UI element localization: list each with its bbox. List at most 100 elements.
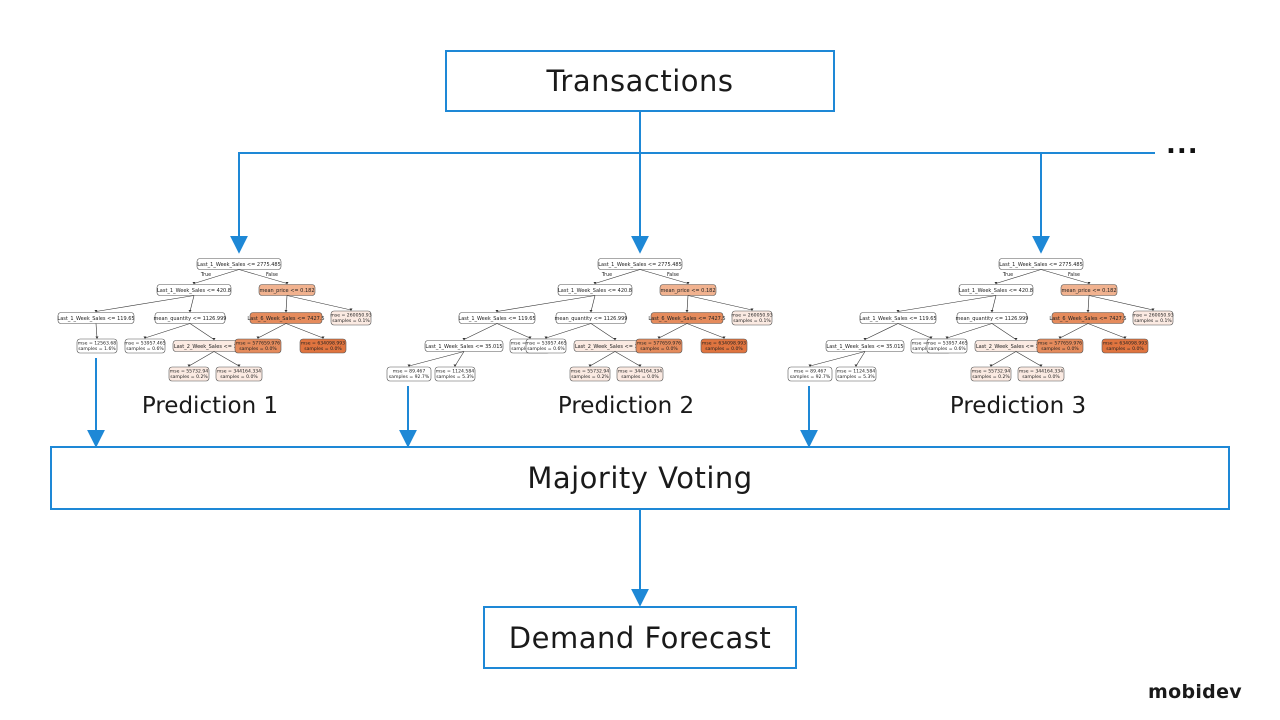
tree-edge-head: [638, 364, 642, 367]
tree-edge-head: [929, 336, 933, 339]
tree-edge: [686, 295, 689, 312]
tree-edge: [686, 323, 725, 339]
tree-edge-head: [192, 282, 196, 285]
tree-edge-head: [321, 336, 325, 339]
tree-node-lr: mean_quantity <= 1126.999: [956, 312, 1029, 324]
tree-edge-head: [613, 338, 617, 341]
tree-edge: [95, 295, 195, 312]
tree-edge-head: [187, 364, 191, 367]
tree-node-rll-text: mse = 577659.976: [1038, 340, 1082, 346]
tree-edge-head: [188, 310, 192, 313]
tree-node-rl: Last_6_Week_Sales <= 7427.5: [1049, 312, 1127, 324]
tree-node-rr-text: mse = 260050.93: [731, 312, 772, 318]
tree-node-rlr-text: mse = 634098.993: [301, 340, 345, 346]
tree-edge-head: [1058, 336, 1062, 339]
demand-forecast-box: Demand Forecast: [483, 606, 797, 669]
tree-edge-head: [1151, 308, 1155, 311]
tree-node-lrrl-text: samples = 0.2%: [170, 374, 208, 380]
tree-node-rll-text: samples = 0.0%: [239, 346, 277, 352]
tree-node-lrrr-text: mse = 344164.334: [217, 368, 261, 374]
tree-edge-head: [1039, 364, 1043, 367]
tree-edge: [991, 295, 997, 312]
prediction-label-2: Prediction 2: [557, 393, 695, 419]
tree-edge: [864, 323, 899, 340]
tree-node-lll-leaf-text: samples = 1.6%: [78, 346, 116, 352]
tree-edge-head: [945, 336, 949, 339]
tree-node-ll-text: Last_1_Week_Sales <= 119.65: [57, 316, 134, 322]
branch-label: True: [601, 272, 612, 278]
tree-edge-head: [750, 308, 754, 311]
tree-node-rlr-text: samples = 0.0%: [705, 346, 743, 352]
tree-node-lr-text: mean_quantity <= 1126.999: [956, 316, 1029, 322]
transactions-label: Transactions: [546, 64, 734, 98]
tree-edge-head: [143, 336, 147, 339]
tree-node-lrl-text: samples = 0.6%: [527, 346, 565, 352]
demand-forecast-label: Demand Forecast: [508, 620, 772, 655]
branch-label: True: [200, 272, 211, 278]
tree-edge-head: [1087, 282, 1091, 285]
tree-edge-head: [544, 336, 548, 339]
tree-node-root: Last_1_Week_Sales <= 2775.485: [998, 258, 1084, 270]
tree-node-lllr-text: mse = 1124.584: [436, 368, 474, 374]
prediction-label-1: Prediction 1: [141, 393, 279, 419]
majority-voting-box: Majority Voting: [50, 446, 1230, 510]
tree-edge: [545, 323, 592, 339]
tree-node-lrr-text: Last_2_Week_Sales <= 1758.84: [174, 344, 254, 350]
tree-node-llll-text: mse = 89.467: [794, 368, 827, 374]
tree-node-rr-text: samples = 0.1%: [332, 318, 370, 324]
tree-edge: [189, 323, 215, 340]
tree-edge: [496, 295, 596, 312]
tree-edge-head: [854, 364, 858, 367]
tree-node-lrl-text: mse = 53957.465: [926, 340, 967, 346]
tree-node-r: mean_price <= 0.182: [1060, 284, 1118, 296]
tree-edge: [687, 295, 753, 311]
tree-edge: [590, 323, 616, 340]
tree-node-llll-text: mse = 89.467: [393, 368, 426, 374]
tree-node-lrrl-text: mse = 55732.94: [571, 368, 609, 374]
tree-node-rll-text: mse = 577659.976: [637, 340, 681, 346]
tree-node-lllr-text: mse = 1124.584: [837, 368, 875, 374]
tree-edge-head: [989, 364, 993, 367]
tree-edge: [257, 323, 287, 339]
tree-node-lrrl-text: samples = 0.2%: [972, 374, 1010, 380]
tree-edge-head: [589, 310, 593, 313]
tree-edge: [1015, 351, 1042, 367]
tree-edge: [1087, 323, 1126, 339]
tree-edge: [408, 351, 465, 367]
tree-edge-head: [808, 364, 812, 367]
tree-node-llll-text: samples = 92.7%: [790, 374, 831, 380]
mobidev-logo: mobidev: [1148, 681, 1242, 703]
prediction-label-3: Prediction 3: [949, 393, 1087, 419]
tree-node-lrl-text: samples = 0.6%: [126, 346, 164, 352]
tree-node-l: Last_1_Week_Sales <= 420.8: [958, 284, 1034, 296]
tree-edge-head: [462, 338, 466, 341]
tree-edge: [286, 295, 352, 311]
tree-edge-head: [1123, 336, 1127, 339]
tree-node-rr-text: mse = 260050.93: [330, 312, 371, 318]
tree-edge-head: [256, 336, 260, 339]
tree-edge-head: [994, 282, 998, 285]
tree-node-lrrl-text: mse = 55732.94: [170, 368, 208, 374]
branch-label: False: [266, 272, 278, 278]
tree-node-rlr-text: mse = 634098.993: [702, 340, 746, 346]
tree-edge: [285, 295, 288, 312]
tree-node-root-text: Last_1_Week_Sales <= 2775.485: [999, 262, 1083, 268]
tree-edge: [614, 351, 641, 367]
tree-node-ll: Last_1_Week_Sales <= 119.65: [859, 312, 937, 324]
tree-edge-head: [95, 336, 99, 339]
tree-node-rlr-text: samples = 0.0%: [304, 346, 342, 352]
branch-label: False: [667, 272, 679, 278]
tree-edge-head: [1086, 310, 1090, 313]
tree-edge: [1040, 269, 1090, 284]
tree-node-rlr-text: mse = 634098.993: [1103, 340, 1147, 346]
